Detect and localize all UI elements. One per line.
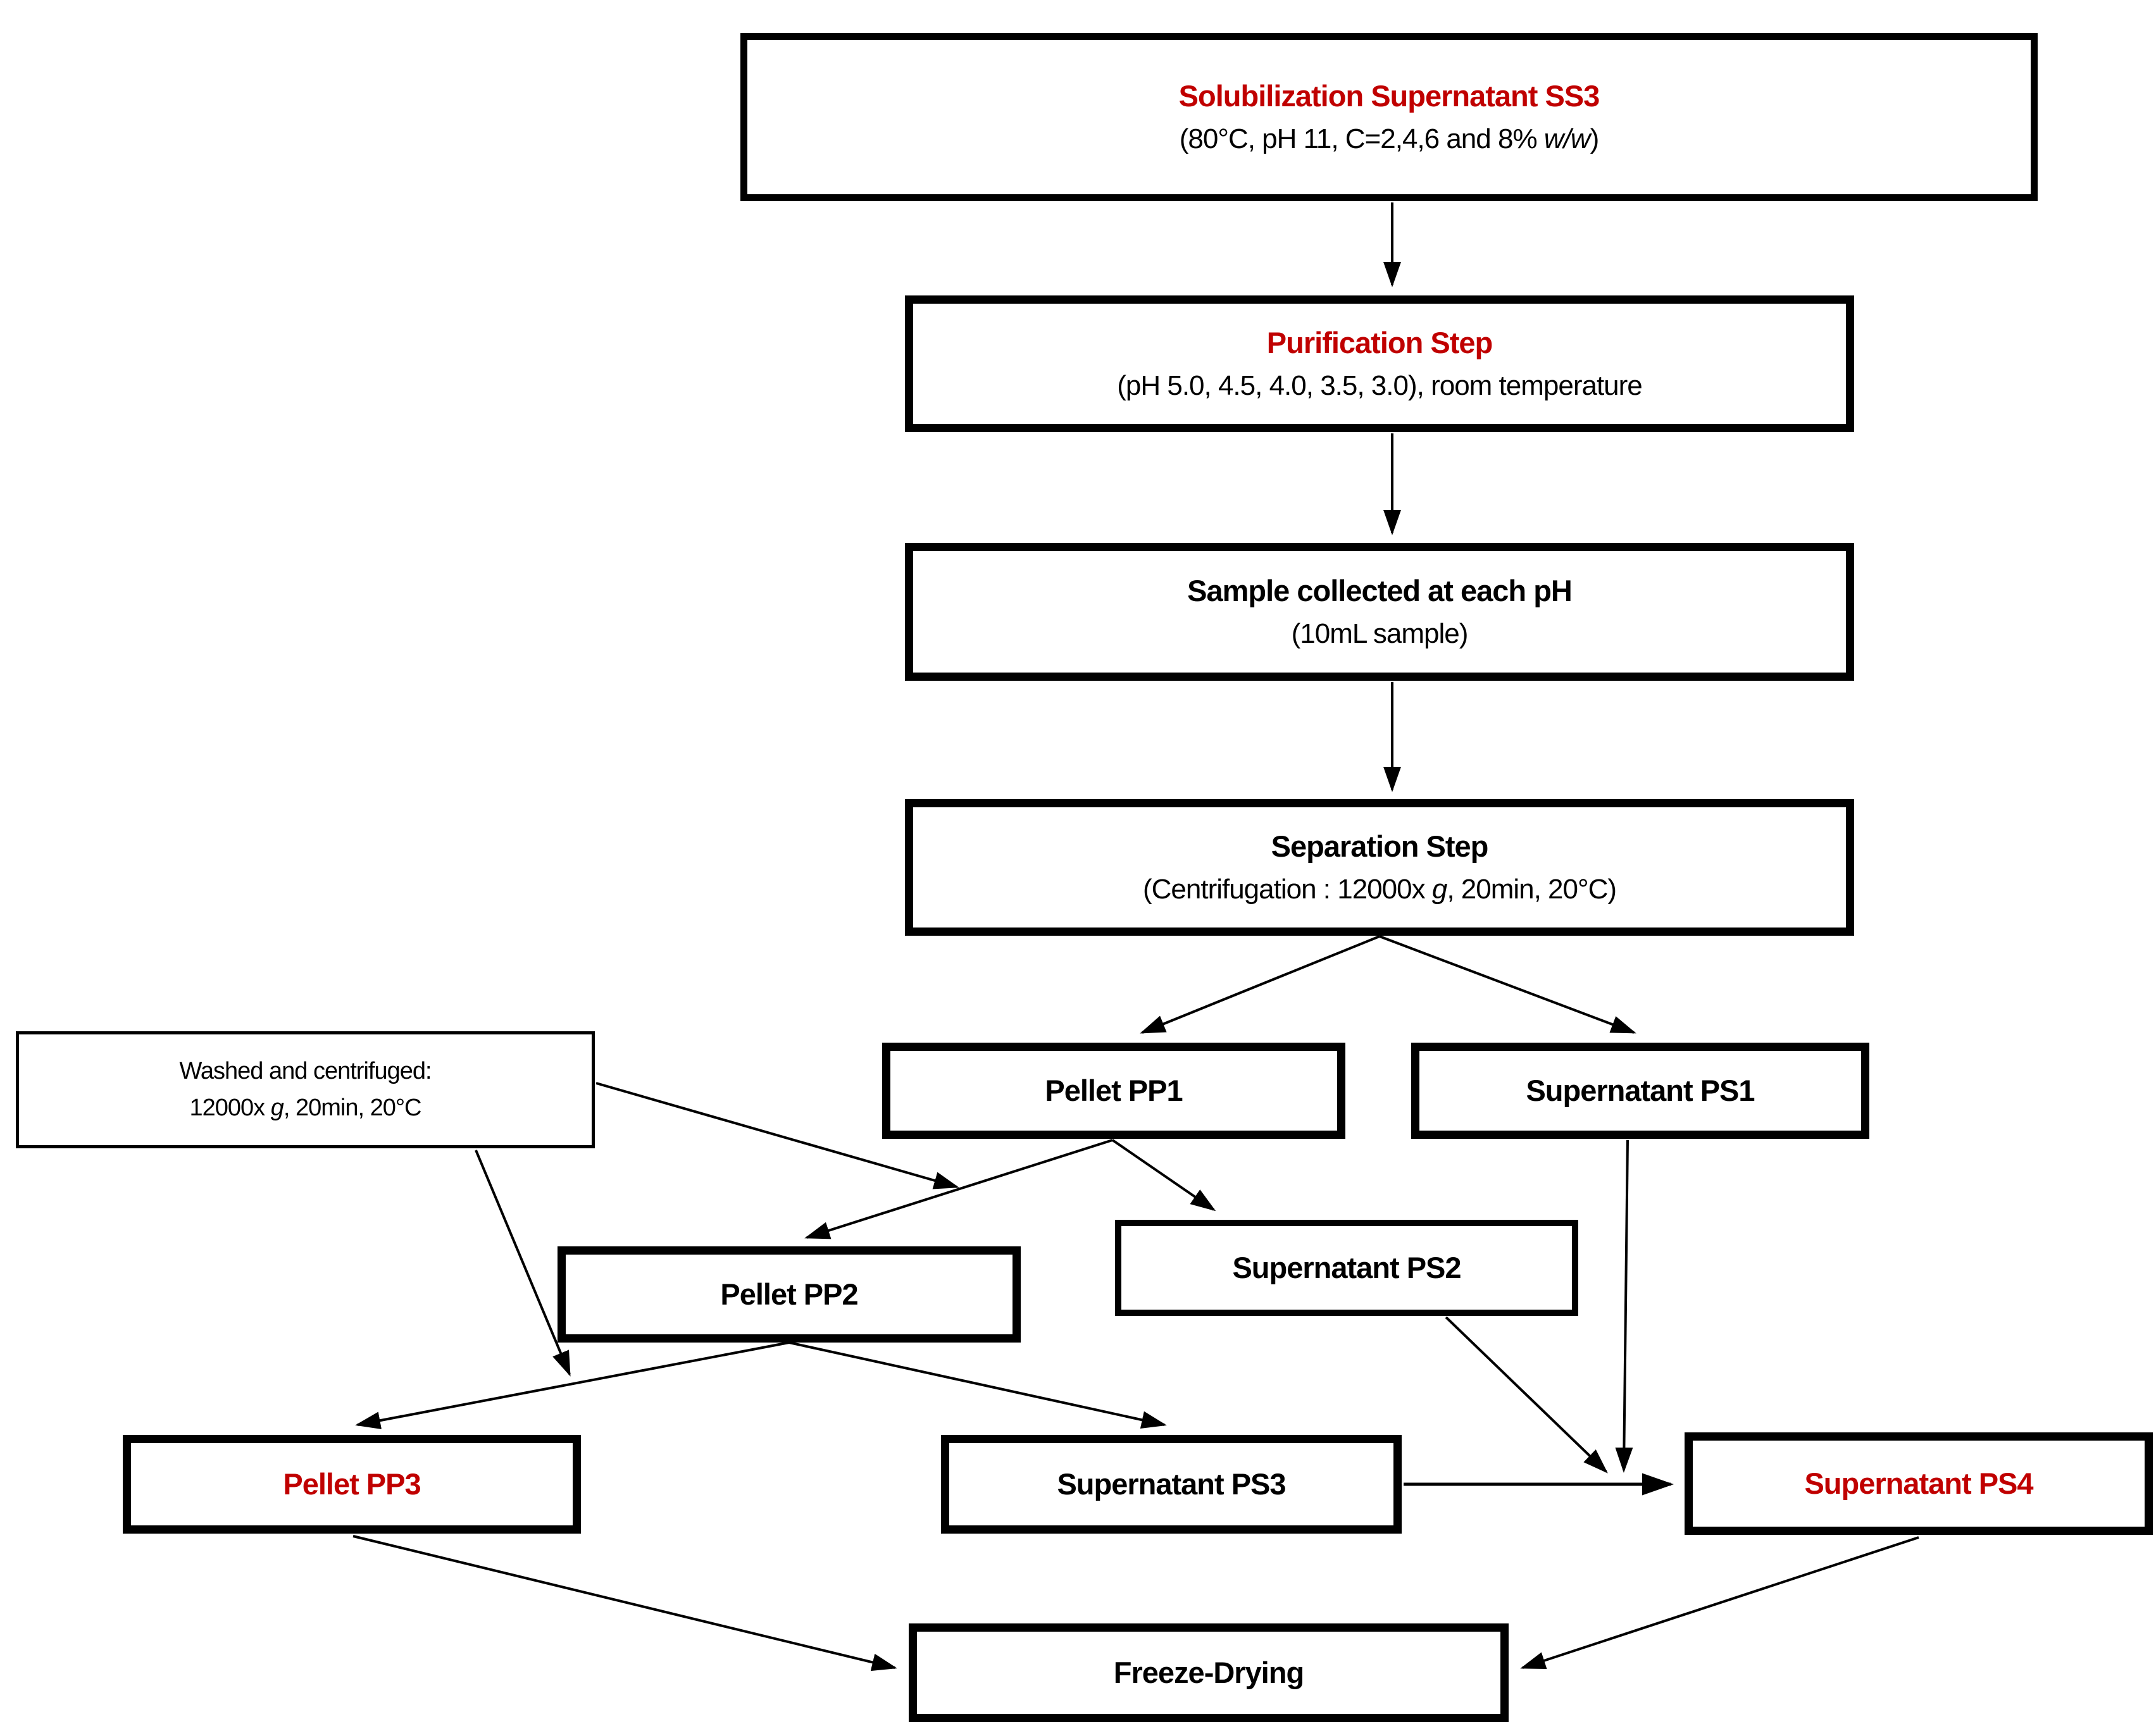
node-pellet-pp3-title: Pellet PP3 [283,1467,421,1501]
node-purification-step-title: Purification Step [1266,325,1493,359]
node-washed-annotation-line1: Washed and centrifuged: [179,1058,432,1085]
arrow-ps4-to-freeze [1520,1536,1919,1670]
arrow-separation-to-ps1 [1379,935,1636,1034]
annotation-text: , 20min, 20°C [283,1094,422,1121]
node-freeze-drying: Freeze-Drying [909,1623,1509,1722]
node-supernatant-ps4-title: Supernatant PS4 [1804,1466,2033,1500]
node-separation-step-title: Separation Step [1271,829,1489,863]
node-sample-collected-subtitle: (10mL sample) [1291,617,1469,649]
node-washed-annotation-line2: 12000x g, 20min, 20°C [189,1092,421,1124]
subtitle-text: ) [1590,123,1600,154]
node-pellet-pp1-title: Pellet PP1 [1045,1073,1183,1107]
node-supernatant-ps3: Supernatant PS3 [941,1435,1402,1534]
node-pellet-pp2: Pellet PP2 [558,1246,1021,1343]
subtitle-text: (Centrifugation : 12000x [1142,873,1432,905]
node-washed-annotation: Washed and centrifuged: 12000x g, 20min,… [16,1031,595,1148]
node-purification-step: Purification Step (pH 5.0, 4.5, 4.0, 3.5… [905,295,1854,432]
node-sample-collected: Sample collected at each pH (10mL sample… [905,543,1854,681]
node-separation-step: Separation Step (Centrifugation : 12000x… [905,799,1854,936]
arrow-pp1-to-ps2 [1111,1139,1216,1212]
annotation-italic: g [270,1094,284,1121]
node-supernatant-ps1-title: Supernatant PS1 [1526,1073,1755,1107]
arrow-washed-to-pp2pp3-line [475,1150,571,1377]
node-solubilization-ss3-title: Solubilization Supernatant SS3 [1178,78,1600,113]
subtitle-italic: w/w [1543,123,1591,154]
node-supernatant-ps1: Supernatant PS1 [1411,1043,1869,1139]
node-pellet-pp1: Pellet PP1 [882,1043,1345,1139]
arrow-ps2-down-to-junction [1445,1316,1608,1474]
arrow-pp2-to-pp3 [355,1341,790,1430]
annotation-text: 12000x [189,1094,271,1121]
arrow-pp1-to-pp2 [804,1139,1113,1239]
node-pellet-pp2-title: Pellet PP2 [720,1277,858,1311]
subtitle-text: , 20min, 20°C) [1447,873,1617,905]
arrow-pp3-to-freeze [352,1535,897,1672]
node-supernatant-ps4: Supernatant PS4 [1685,1432,2153,1535]
node-supernatant-ps3-title: Supernatant PS3 [1057,1467,1286,1501]
node-purification-step-subtitle: (pH 5.0, 4.5, 4.0, 3.5, 3.0), room tempe… [1117,369,1643,401]
subtitle-italic: g [1431,873,1448,905]
arrow-pp2-to-ps3 [788,1341,1167,1429]
node-freeze-drying-title: Freeze-Drying [1113,1655,1304,1689]
arrow-separation-to-pp1 [1140,935,1380,1034]
arrow-washed-to-pp1pp2-line [595,1082,959,1189]
node-solubilization-ss3: Solubilization Supernatant SS3 (80°C, pH… [740,33,2038,201]
node-separation-step-subtitle: (Centrifugation : 12000x g, 20min, 20°C) [1142,873,1617,906]
node-solubilization-ss3-subtitle: (80°C, pH 11, C=2,4,6 and 8% w/w) [1179,123,1600,156]
node-pellet-pp3: Pellet PP3 [123,1435,581,1534]
arrow-ps1-down-to-junction [1615,1139,1633,1473]
subtitle-text: (80°C, pH 11, C=2,4,6 and 8% [1179,123,1544,154]
node-supernatant-ps2-title: Supernatant PS2 [1232,1250,1461,1284]
node-sample-collected-title: Sample collected at each pH [1187,573,1573,607]
node-supernatant-ps2: Supernatant PS2 [1115,1220,1578,1316]
